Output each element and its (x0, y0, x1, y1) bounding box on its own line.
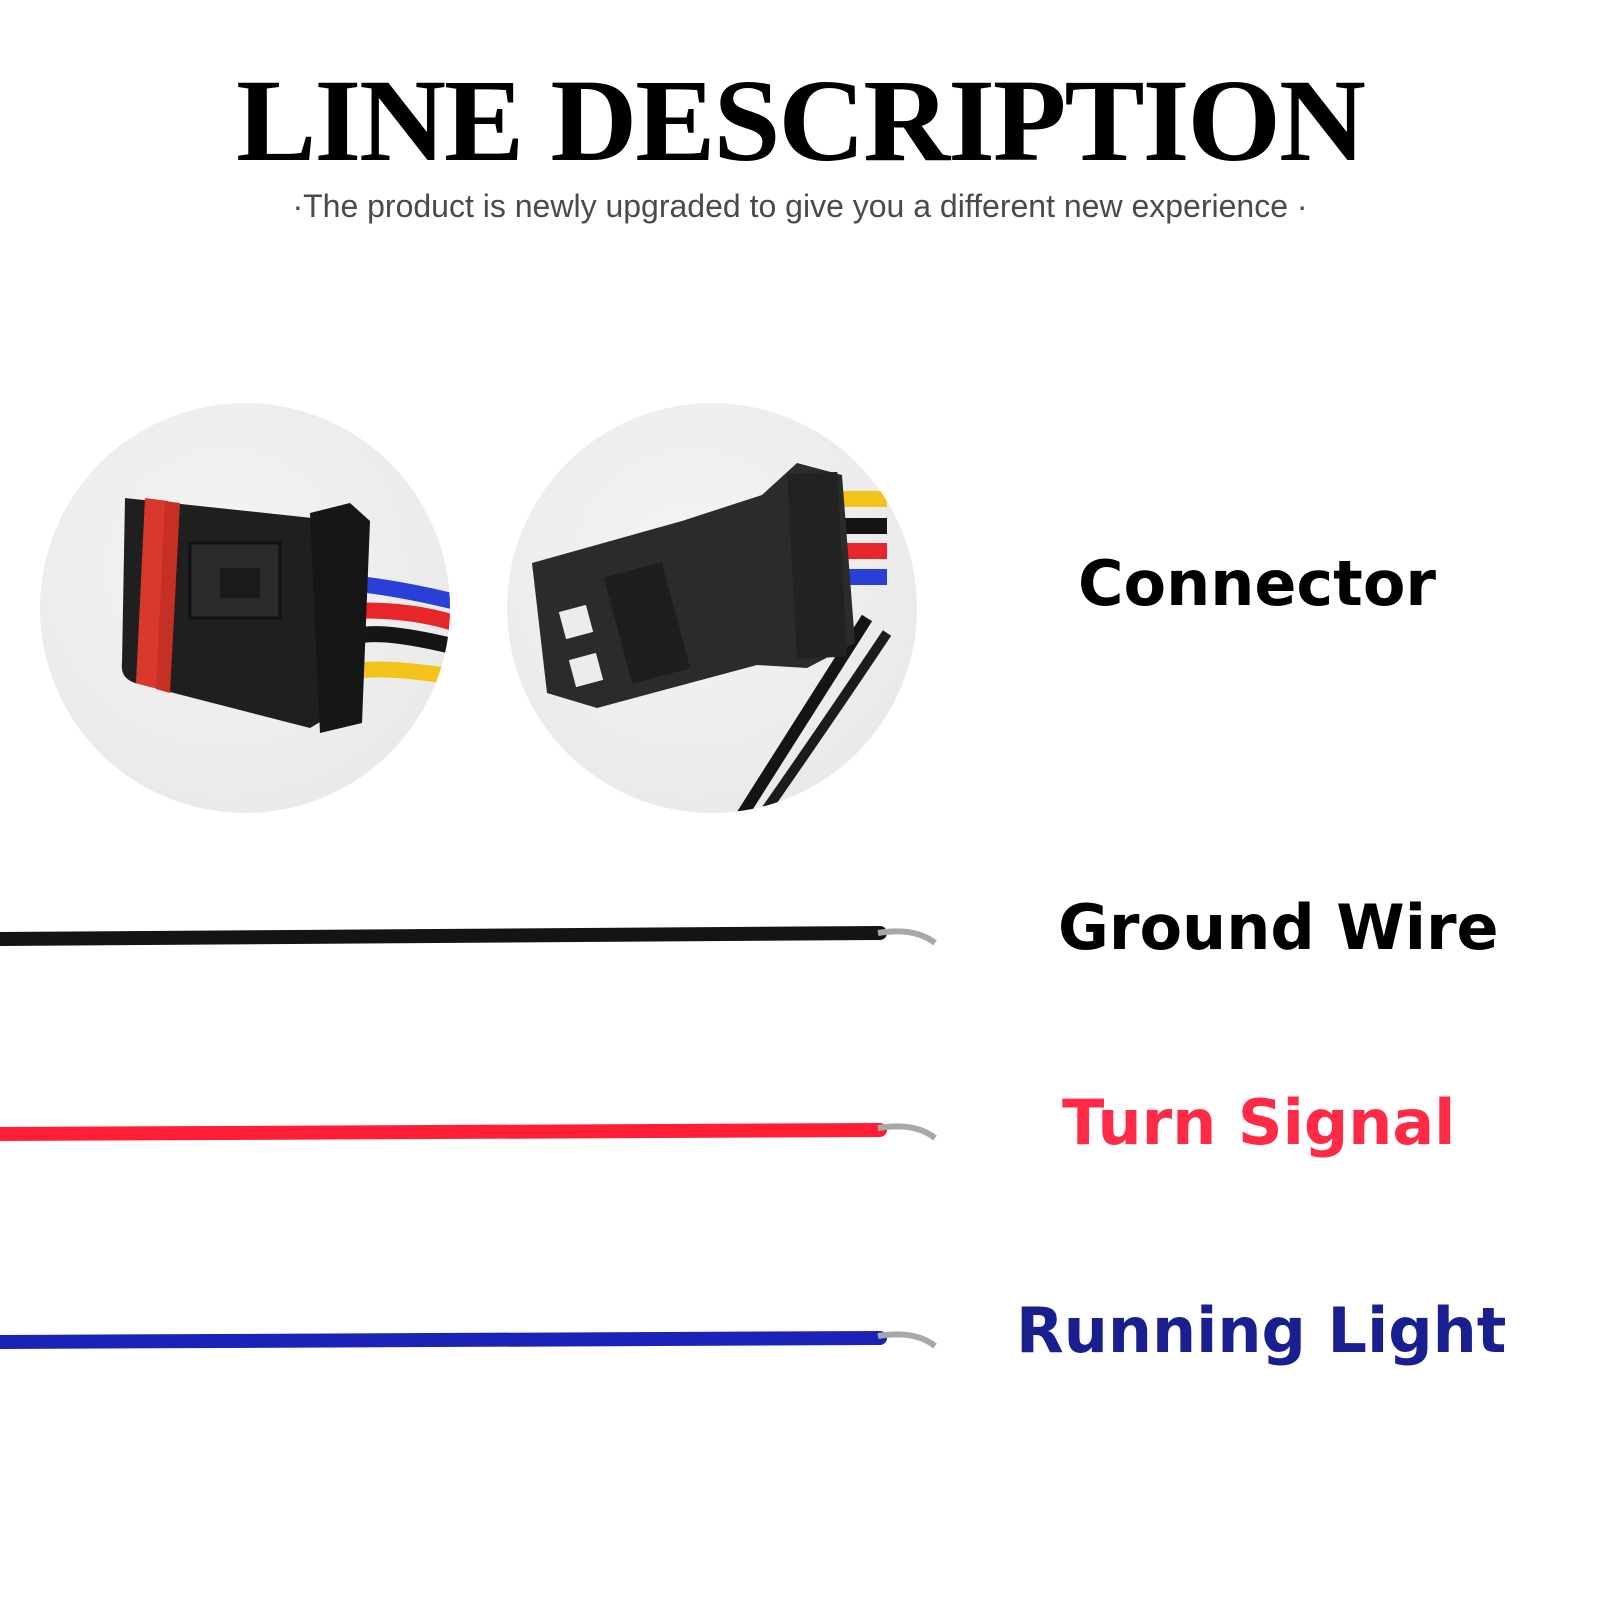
running-light-wire-insulation (0, 1331, 887, 1349)
page-title: LINE DESCRIPTION (236, 55, 1366, 186)
flat-connector-illustration (532, 463, 892, 813)
waterproof-connector-image (40, 403, 450, 813)
ground-wire-strands (877, 928, 937, 946)
turn-signal-label: Turn Signal (1062, 1086, 1456, 1159)
turn-signal-wire-image (0, 1123, 937, 1141)
ground-wire-insulation (0, 926, 887, 946)
ground-wire-image (0, 926, 937, 946)
turn-signal-wire-insulation (0, 1123, 887, 1141)
connector-body (532, 463, 855, 708)
red-seal-2 (156, 501, 180, 693)
running-light-label: Running Light (1016, 1294, 1507, 1367)
turn-signal-wire-strands (877, 1123, 937, 1141)
running-light-wire-image (0, 1331, 937, 1349)
page-subtitle: ·The product is newly upgraded to give y… (292, 188, 1308, 224)
connector-rear (310, 503, 370, 733)
flat-connector-image (507, 403, 917, 813)
pin-slot-1 (558, 604, 594, 640)
connector-label: Connector (1078, 547, 1436, 620)
black-cable-2 (757, 630, 892, 813)
waterproof-connector-illustration (121, 498, 450, 733)
pin-slot-2 (568, 652, 604, 688)
running-light-wire-strands (877, 1331, 937, 1349)
ground-wire-label: Ground Wire (1058, 891, 1499, 964)
connector-collar (787, 471, 847, 660)
